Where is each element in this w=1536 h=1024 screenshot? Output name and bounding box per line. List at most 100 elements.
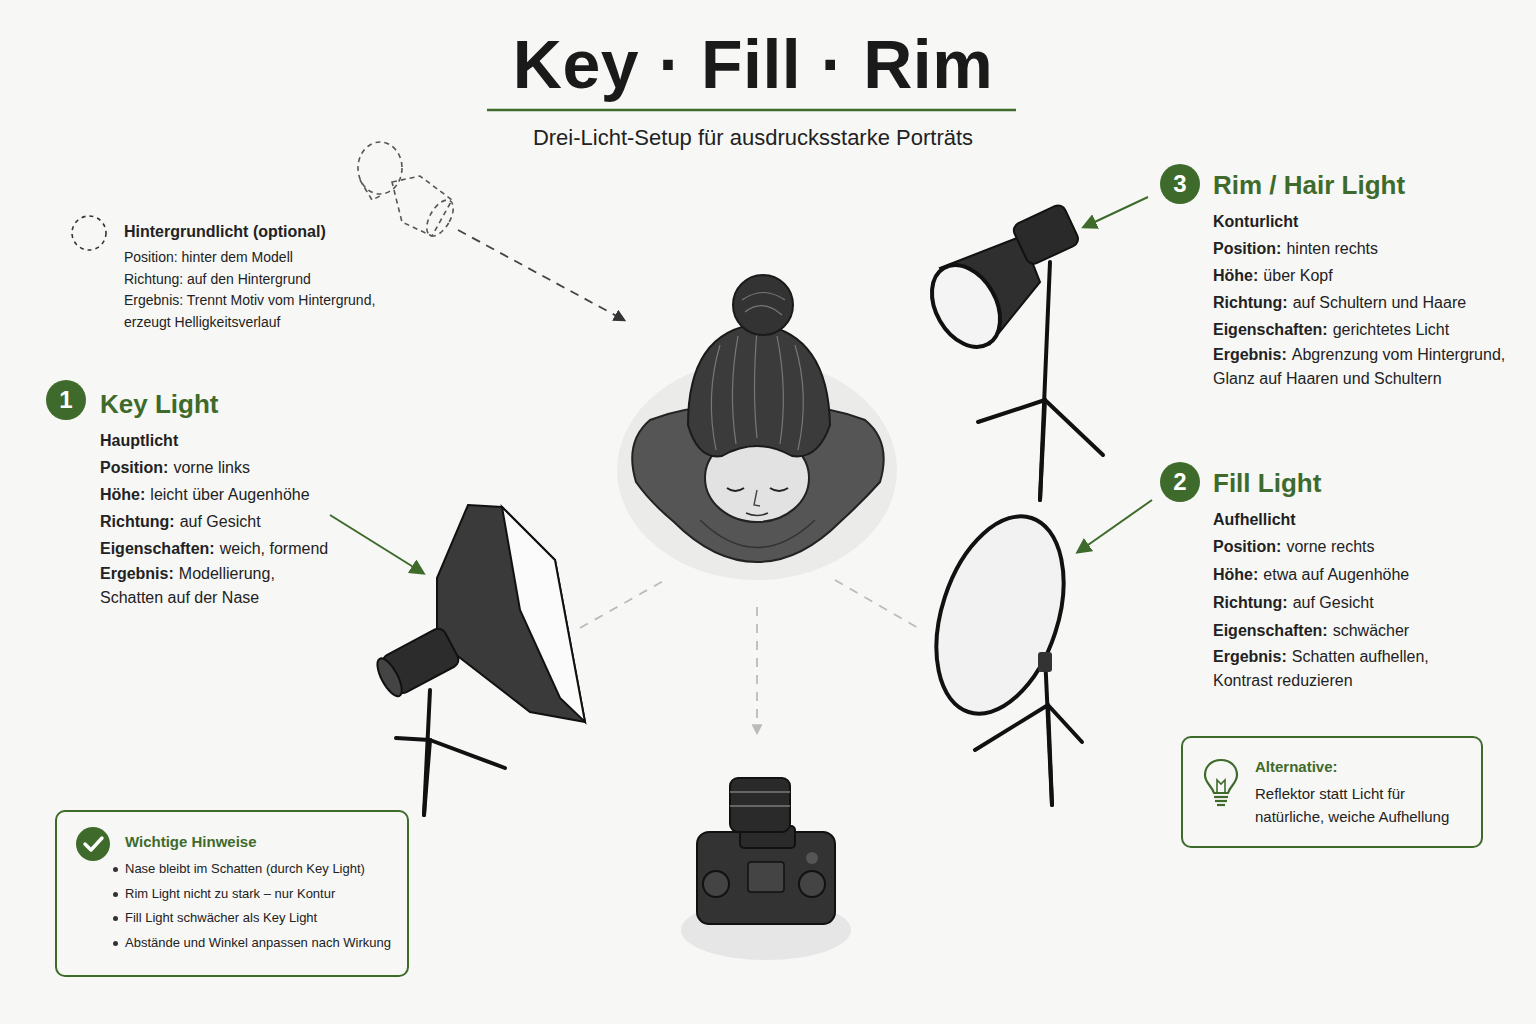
text-row: Ergebnis:Schatten aufhellen, Kontrast re…	[1213, 645, 1453, 693]
property-value: auf Gesicht	[1293, 594, 1374, 611]
camera	[730, 791, 790, 793]
key-light-softbox	[437, 505, 585, 722]
property-value: gerichtetes Licht	[1333, 321, 1450, 338]
bulb-icon	[1201, 756, 1241, 812]
bullet-text: Fill Light schwächer als Key Light	[125, 910, 317, 925]
rim-light	[1011, 203, 1080, 267]
box-heading: Alternative:	[1255, 756, 1465, 778]
property-name: Eigenschaften:	[1213, 321, 1328, 338]
text-row: Höhe:leicht über Augenhöhe	[100, 481, 328, 508]
text-row: Rim / Hair Light	[1213, 167, 1523, 203]
bulb-icon	[1214, 796, 1228, 798]
key-light-softbox	[373, 626, 462, 700]
leader-lines	[330, 515, 423, 573]
background-light-outline	[358, 142, 459, 240]
text-row: Hintergrundlicht (optional)	[124, 221, 414, 243]
text-row: Aufhellicht	[1213, 507, 1453, 533]
text-row: Richtung: auf Gesicht	[1213, 589, 1453, 617]
property-value: auf Gesicht	[180, 513, 261, 530]
property-name: Richtung:	[1213, 594, 1288, 611]
background-light-outline	[360, 180, 380, 200]
check-icon	[76, 827, 110, 861]
property-name: Position:	[1213, 538, 1281, 555]
fill-reflector	[1048, 705, 1052, 805]
box-body: Reflektor statt Licht für natürliche, we…	[1255, 782, 1465, 828]
property-name: Ergebnis:	[1213, 648, 1287, 665]
camera	[730, 778, 790, 832]
model-figure	[755, 330, 758, 438]
rim-light	[1045, 400, 1103, 455]
property-name: Richtung:	[100, 513, 175, 530]
light-subheading: Hauptlicht	[100, 432, 178, 449]
camera	[806, 852, 818, 864]
rim-light	[1040, 262, 1050, 500]
fill-reflector	[1045, 655, 1052, 805]
text-row: Richtung: auf Schultern und Haare	[1213, 289, 1523, 316]
text-block: Fill LightAufhellichtPosition: vorne rech…	[1213, 465, 1453, 693]
bulb-icon	[1217, 804, 1225, 806]
text-row: Position: vorne rechts	[1213, 533, 1453, 561]
property-name: Ergebnis:	[100, 565, 174, 582]
text-row: Ergebnis:Modellierung, Schatten auf der …	[100, 562, 300, 610]
property-value: auf Schultern und Haare	[1293, 294, 1466, 311]
model-figure	[617, 275, 897, 580]
property-value: vorne rechts	[1286, 538, 1374, 555]
text-row: Position: hinter dem Modell	[124, 247, 414, 269]
callout-text: 1	[59, 386, 72, 414]
key-light-softbox	[373, 655, 407, 700]
bulb-icon	[1205, 760, 1237, 793]
camera	[681, 778, 851, 960]
background-light-outline	[421, 196, 458, 241]
callout-number: 3	[1160, 164, 1200, 204]
background-light-direction	[458, 230, 624, 320]
property-name: Eigenschaften:	[100, 540, 215, 557]
camera	[748, 862, 784, 892]
text-block: Key LightHauptlichtPosition:vorne linksH…	[100, 386, 328, 610]
property-name: Richtung:	[1213, 294, 1288, 311]
key-light-softbox	[424, 740, 430, 815]
note-box: Wichtige HinweiseNase bleibt im Schatten…	[55, 810, 409, 977]
key-light-softbox	[424, 690, 430, 815]
bullet-dot	[113, 941, 118, 946]
check-icon	[75, 826, 111, 862]
box-icon	[1201, 756, 1241, 816]
light-direction-lines	[835, 580, 918, 628]
light-direction-lines	[580, 580, 665, 628]
text-block: Hintergrundlicht (optional) Position: hin…	[124, 221, 414, 333]
background-light-icon	[72, 216, 106, 250]
light-subheading: Aufhellicht	[1213, 511, 1296, 528]
bullet-line: Abstände und Winkel anpassen nach Wirkun…	[125, 931, 391, 956]
bullet-line: Nase bleibt im Schatten (durch Key Light…	[125, 857, 391, 882]
box-heading: Wichtige Hinweise	[125, 831, 391, 853]
background-light-outline	[392, 176, 452, 236]
property-name: Ergebnis:	[1213, 346, 1287, 363]
light-heading: Rim / Hair Light	[1213, 170, 1405, 200]
bullet-text: Rim Light nicht zu stark – nur Kontur	[125, 886, 335, 901]
text-row: Eigenschaften: gerichtetes Licht	[1213, 316, 1523, 343]
light-heading: Key Light	[100, 389, 218, 419]
property-name: Höhe:	[1213, 566, 1258, 583]
bullet-line: Rim Light nicht zu stark – nur Kontur	[125, 882, 391, 907]
text-row: Richtung: auf Gesicht	[100, 508, 328, 535]
camera	[799, 871, 825, 897]
property-value: leicht über Augenhöhe	[150, 486, 309, 503]
property-value: über Kopf	[1263, 267, 1332, 284]
rim-light	[918, 203, 1103, 500]
model-figure	[711, 345, 720, 450]
model-figure	[733, 275, 793, 335]
bullet-text: Nase bleibt im Schatten (durch Key Light…	[125, 861, 365, 876]
key-light-softbox	[396, 690, 505, 815]
text-row: Höhe:etwa auf Augenhöhe	[1213, 561, 1453, 589]
box-icon	[75, 826, 111, 866]
light-heading: Fill Light	[1213, 468, 1321, 498]
text-row: Eigenschaften:weich, formend	[100, 535, 328, 562]
camera	[730, 805, 790, 807]
text-row: Ergebnis: Trennt Motiv vom Hintergrund, …	[124, 290, 414, 333]
light-direction-lines	[580, 580, 918, 733]
title-underline	[487, 109, 1016, 112]
bullet-dot	[113, 892, 118, 897]
key-light-softbox	[502, 507, 585, 722]
title-wrap: Key · Fill · Rim	[0, 30, 1521, 98]
property-name: Eigenschaften:	[1213, 622, 1328, 639]
